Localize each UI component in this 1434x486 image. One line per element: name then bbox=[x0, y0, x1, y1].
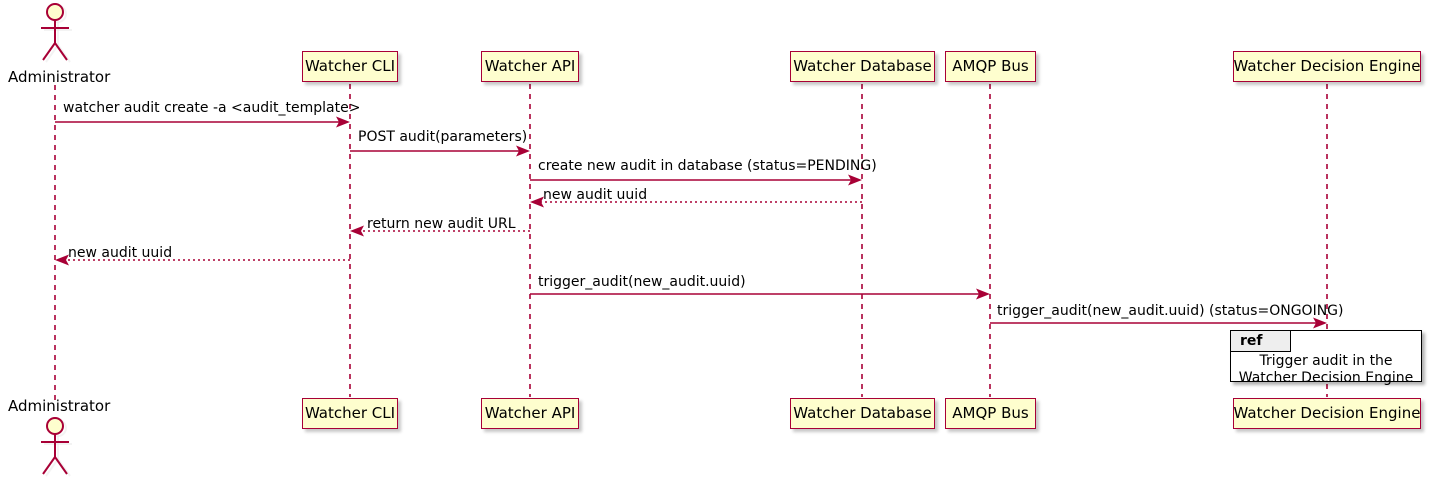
participant-amqp-bus-bottom[interactable]: AMQP Bus bbox=[945, 398, 1036, 429]
message-arrow-3 bbox=[530, 196, 862, 208]
participant-label: AMQP Bus bbox=[952, 404, 1029, 422]
participant-label: Watcher API bbox=[484, 57, 576, 75]
participant-label: Watcher CLI bbox=[304, 404, 396, 422]
participant-watcher-cli-bottom[interactable]: Watcher CLI bbox=[302, 398, 398, 429]
message-arrow-2 bbox=[530, 174, 862, 186]
participant-watcher-decision-engine-bottom[interactable]: Watcher Decision Engine bbox=[1233, 398, 1421, 429]
message-arrow-5 bbox=[55, 254, 350, 266]
message-arrow-7 bbox=[990, 317, 1327, 329]
participant-label: Watcher CLI bbox=[304, 57, 396, 75]
participant-watcher-decision-engine-top[interactable]: Watcher Decision Engine bbox=[1233, 51, 1421, 82]
message-label-7: trigger_audit(new_audit.uuid) (status=ON… bbox=[997, 303, 1344, 319]
actor-administrator-bottom bbox=[41, 417, 69, 475]
message-arrow-1 bbox=[350, 145, 530, 157]
ref-body-line-1: Trigger audit in the bbox=[1259, 353, 1393, 369]
ref-tab: ref bbox=[1231, 331, 1291, 352]
actor-label-administrator-top: Administrator bbox=[8, 68, 111, 86]
actor-administrator-top bbox=[41, 3, 69, 61]
message-arrow-4 bbox=[350, 225, 530, 237]
message-label-0: watcher audit create -a <audit_template> bbox=[63, 100, 361, 116]
ref-body: Trigger audit in the Watcher Decision En… bbox=[1231, 353, 1421, 387]
participant-amqp-bus-top[interactable]: AMQP Bus bbox=[945, 51, 1036, 82]
participant-label: AMQP Bus bbox=[952, 57, 1029, 75]
message-arrow-0 bbox=[55, 116, 350, 128]
message-label-1: POST audit(parameters) bbox=[358, 129, 528, 145]
participant-label: Watcher Database bbox=[793, 404, 932, 422]
participant-watcher-database-top[interactable]: Watcher Database bbox=[790, 51, 935, 82]
participant-label: Watcher Decision Engine bbox=[1233, 57, 1421, 75]
actor-label-administrator-bottom: Administrator bbox=[8, 397, 111, 415]
message-label-3: new audit uuid bbox=[543, 187, 648, 203]
ref-tab-label: ref bbox=[1240, 333, 1263, 349]
message-arrow-6 bbox=[530, 288, 990, 300]
message-label-4: return new audit URL bbox=[367, 216, 516, 232]
ref-fragment: ref Trigger audit in the Watcher Decisio… bbox=[1230, 330, 1422, 386]
participant-label: Watcher API bbox=[484, 404, 576, 422]
participant-watcher-api-top[interactable]: Watcher API bbox=[481, 51, 579, 82]
participant-watcher-api-bottom[interactable]: Watcher API bbox=[481, 398, 579, 429]
participant-label: Watcher Decision Engine bbox=[1233, 404, 1421, 422]
message-label-2: create new audit in database (status=PEN… bbox=[538, 158, 877, 174]
ref-body-line-2: Watcher Decision Engine bbox=[1238, 370, 1414, 386]
participant-label: Watcher Database bbox=[793, 57, 932, 75]
participant-watcher-database-bottom[interactable]: Watcher Database bbox=[790, 398, 935, 429]
message-label-6: trigger_audit(new_audit.uuid) bbox=[538, 274, 746, 290]
message-label-5: new audit uuid bbox=[68, 245, 173, 261]
participant-watcher-cli-top[interactable]: Watcher CLI bbox=[302, 51, 398, 82]
